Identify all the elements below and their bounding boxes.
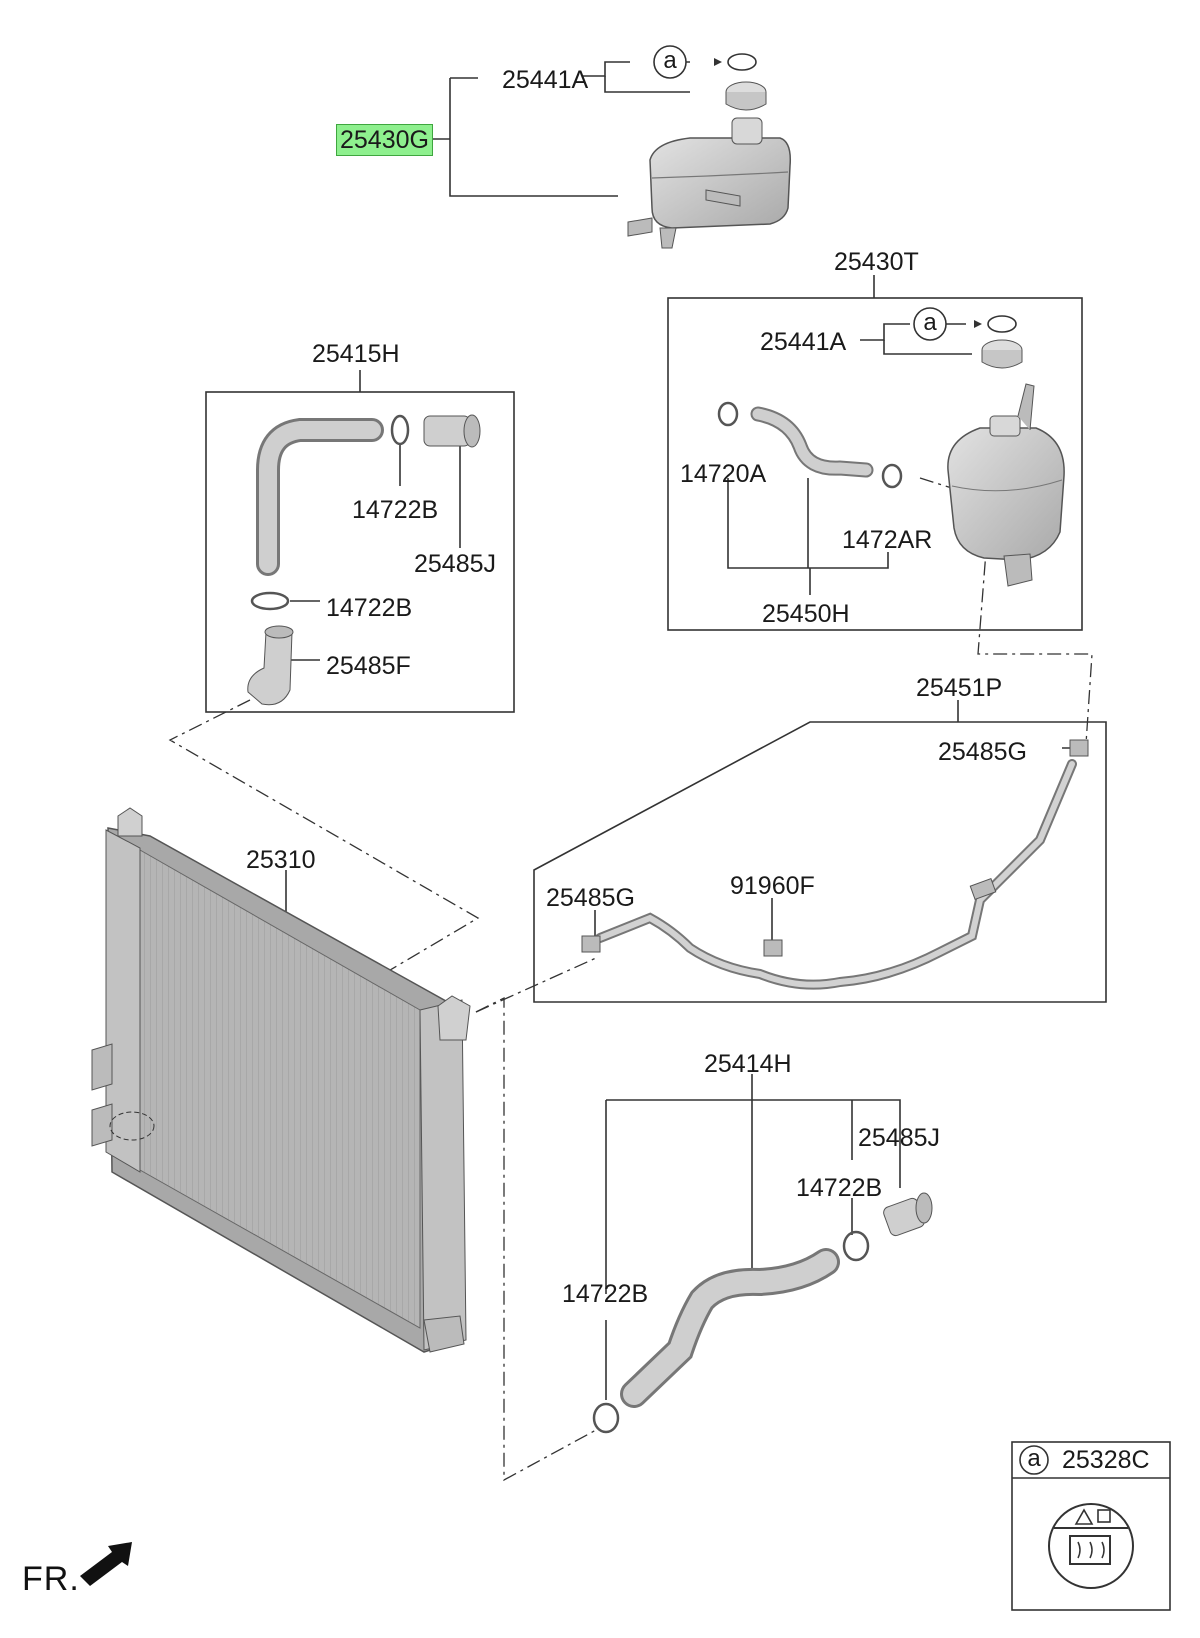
- circle-a-top-letter: a: [663, 47, 677, 74]
- circle-a-legend-letter: a: [1027, 1445, 1041, 1472]
- radiator-25310: [91, 807, 471, 1353]
- clamp-14722B-upper: [390, 414, 410, 446]
- label-25328C[interactable]: 25328C: [1062, 1446, 1150, 1474]
- reservoir-tank-25430G: [627, 117, 792, 249]
- label-25485J-lower[interactable]: 25485J: [858, 1124, 941, 1152]
- label-25441A-box[interactable]: 25441A: [760, 328, 847, 356]
- label-25450H[interactable]: 25450H: [762, 600, 850, 628]
- label-25430T[interactable]: 25430T: [834, 248, 919, 276]
- label-25485G-right[interactable]: 25485G: [938, 738, 1027, 766]
- cap-label-25328C-icon: [1048, 1503, 1134, 1589]
- circle-a-box-letter: a: [923, 309, 937, 336]
- label-25414H[interactable]: 25414H: [704, 1050, 792, 1078]
- hose-25451P: [581, 739, 1089, 990]
- circle-a-top: [653, 45, 687, 79]
- clamp-14722B-lower-right: [842, 1230, 870, 1262]
- label-25430G-highlighted[interactable]: 25430G: [336, 124, 433, 156]
- clamp-14722B-lower-left: [592, 1402, 620, 1434]
- label-25485J-upper[interactable]: 25485J: [414, 550, 497, 578]
- leader-25430G-bracket: [449, 78, 618, 197]
- cap-25441A-top: [725, 81, 767, 111]
- clamp-14720A: [717, 401, 739, 427]
- connector-25485J-upper: [423, 414, 481, 448]
- label-14722B-mid[interactable]: 14722B: [326, 594, 413, 622]
- label-25441A-top[interactable]: 25441A: [502, 66, 589, 94]
- hose-25415H: [256, 418, 384, 576]
- label-25451P[interactable]: 25451P: [916, 674, 1003, 702]
- o-ring-top: [727, 53, 757, 71]
- clamp-1472AR: [881, 463, 903, 489]
- cap-25441A-box: [981, 339, 1023, 369]
- box-25430T: [667, 297, 1083, 631]
- connector-25485F: [247, 625, 294, 706]
- hose-25414H: [620, 1248, 840, 1408]
- legend-box: [1011, 1441, 1171, 1611]
- label-25485F[interactable]: 25485F: [326, 652, 411, 680]
- label-25485G-left[interactable]: 25485G: [546, 884, 635, 912]
- box-25451P: [533, 721, 1107, 1003]
- clamp-14722B-mid: [250, 591, 290, 611]
- label-91960F[interactable]: 91960F: [730, 872, 815, 900]
- label-25415H[interactable]: 25415H: [312, 340, 400, 368]
- hose-25450H: [750, 406, 874, 478]
- reservoir-tank-25430T: [947, 383, 1065, 587]
- label-14722B-upper[interactable]: 14722B: [352, 496, 439, 524]
- label-14722B-lower-left[interactable]: 14722B: [562, 1280, 649, 1308]
- connector-25485J-lower: [883, 1192, 933, 1237]
- front-direction-label: FR.: [22, 1560, 80, 1598]
- label-25310[interactable]: 25310: [246, 846, 316, 874]
- label-1472AR[interactable]: 1472AR: [842, 526, 933, 554]
- circle-a-box: [913, 307, 947, 341]
- circle-a-legend: [1019, 1445, 1049, 1475]
- label-14722B-lower-right[interactable]: 14722B: [796, 1174, 883, 1202]
- label-14720A[interactable]: 14720A: [680, 460, 767, 488]
- front-direction-arrow-icon: [80, 1542, 132, 1586]
